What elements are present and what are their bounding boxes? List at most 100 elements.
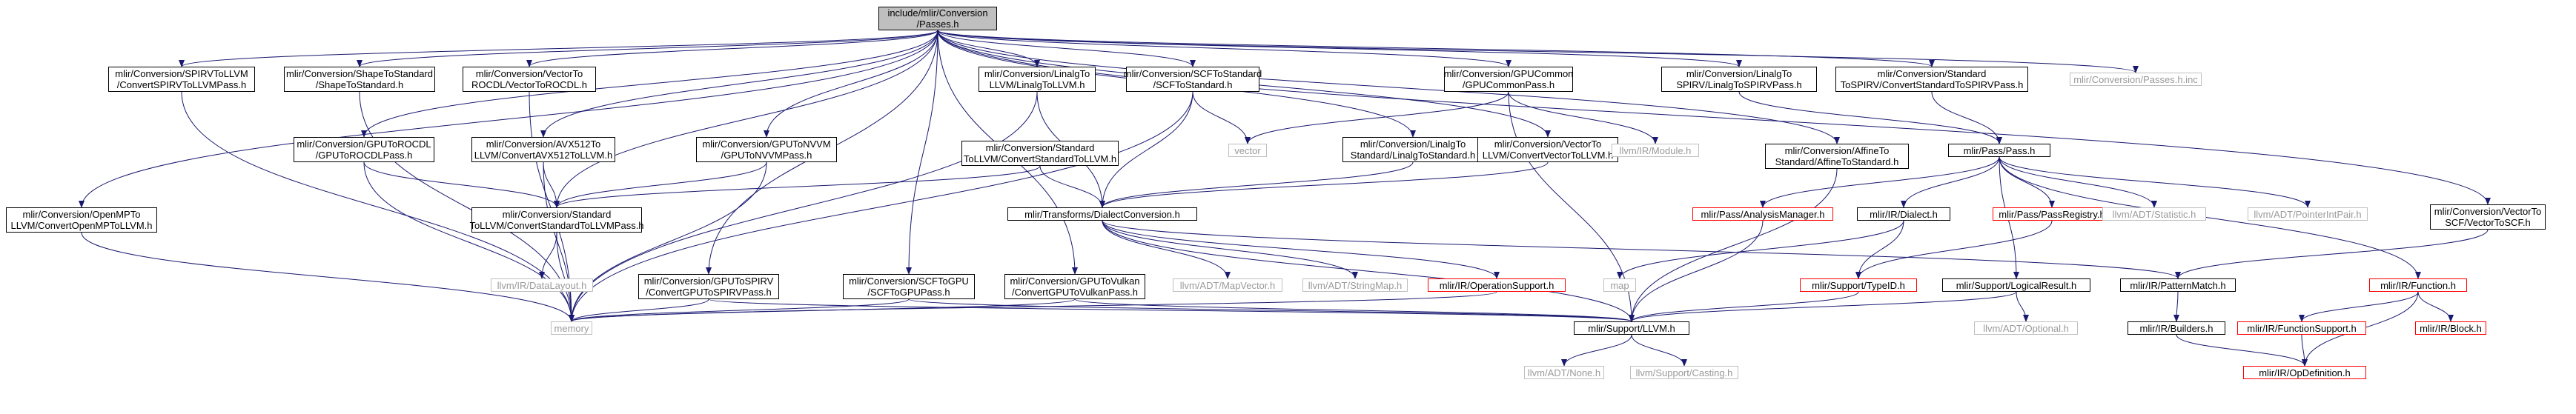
node-label-line: llvm/ADT/Statistic.h: [2112, 208, 2196, 220]
edge-root-to-openmp_llvm: [79, 30, 938, 208]
node-data-layout: llvm/IR/DataLayout.h: [491, 278, 593, 292]
node-function-support[interactable]: mlir/IR/FunctionSupport.h: [2237, 321, 2366, 335]
edge-spirv_llvm-to-memory: [181, 91, 575, 322]
node-pass-pass[interactable]: mlir/Pass/Pass.h: [1948, 144, 2050, 157]
node-gpu-spirv[interactable]: mlir/Conversion/GPUToSPIRV/ConvertGPUToS…: [638, 274, 779, 299]
edge-root-to-gpu_rocdl: [361, 30, 938, 138]
node-label-line: mlir/Conversion/OpenMPTo: [22, 209, 141, 220]
node-scf-std[interactable]: mlir/Conversion/SCFToStandard/SCFToStand…: [1124, 67, 1262, 92]
node-gpu-nvvm[interactable]: mlir/Conversion/GPUToNVVM/GPUToNVVMPass.…: [696, 137, 837, 162]
node-gpu-vulkan[interactable]: mlir/Conversion/GPUToVulkan/ConvertGPUTo…: [1004, 274, 1145, 299]
node-map: map: [1603, 278, 1636, 292]
node-adt-ptrint: llvm/ADT/PointerIntPair.h: [2248, 207, 2368, 221]
node-typeid[interactable]: mlir/Support/TypeID.h: [1800, 278, 1917, 292]
node-ir-dialect[interactable]: mlir/IR/Dialect.h: [1857, 207, 1950, 221]
node-label-line: mlir/Conversion/VectorTo: [475, 68, 583, 79]
node-label-line: mlir/Support/LLVM.h: [1588, 322, 1675, 334]
node-label-line: /ConvertGPUToSPIRVPass.h: [646, 287, 772, 298]
edge-support_llvm-to-adt_none: [1561, 334, 1632, 367]
node-label-line: /Passes.h: [916, 19, 959, 30]
edge-scf_gpu-to-support_llvm: [908, 298, 1635, 322]
node-label-line: mlir/Conversion/SPIRVToLLVM: [115, 68, 248, 79]
node-root[interactable]: include/mlir/Conversion/Passes.h: [878, 7, 997, 30]
node-label-line: mlir/Conversion/Standard: [502, 209, 612, 220]
node-ir-function[interactable]: mlir/IR/Function.h: [2369, 278, 2467, 292]
edge-avx512_llvm-to-memory: [543, 161, 575, 322]
edge-logical_result-to-adt_optional: [2016, 291, 2029, 322]
node-pass-registry[interactable]: mlir/Pass/PassRegistry.h: [1993, 207, 2111, 221]
node-label-line: /GPUToNVVMPass.h: [721, 150, 812, 161]
node-label-line: mlir/Conversion/GPUToSPIRV: [643, 276, 774, 287]
node-gpu-common[interactable]: mlir/Conversion/GPUCommon/GPUCommonPass.…: [1444, 67, 1573, 92]
node-shape-std[interactable]: mlir/Conversion/ShapeToStandard/ShapeToS…: [284, 67, 435, 92]
edge-dialect_conv-to-adt_mapvector: [1102, 220, 1231, 279]
node-label-line: SPIRV/LinalgToSPIRVPass.h: [1676, 79, 1802, 90]
edge-root-to-scf_std: [937, 30, 1196, 67]
edge-root-to-std_llvm_pass2: [554, 30, 938, 208]
edge-gpu_spirv-to-memory: [569, 298, 709, 322]
node-label-line: /ConvertSPIRVToLLVMPass.h: [116, 79, 247, 90]
node-gpu-rocdl[interactable]: mlir/Conversion/GPUToROCDL/GPUToROCDLPas…: [294, 137, 434, 162]
edge-scf_gpu-to-memory: [569, 298, 910, 322]
node-label-line: LLVM/ConvertOpenMPToLLVM.h: [10, 220, 153, 231]
node-op-support[interactable]: mlir/IR/OperationSupport.h: [1428, 278, 1566, 292]
edge-ir_function-to-ir_block: [2417, 291, 2454, 322]
node-label-line: mlir/IR/Block.h: [2420, 322, 2482, 334]
edge-dialect_conv-to-adt_stringmap: [1102, 220, 1358, 279]
node-label-line: llvm/ADT/StringMap.h: [1308, 279, 1403, 291]
edge-dialect_conv-to-support_llvm: [1102, 220, 1635, 322]
edge-gpu_rocdl-to-memory: [363, 161, 575, 322]
node-label-line: mlir/Conversion/GPUToNVVM: [702, 138, 831, 150]
node-label-line: include/mlir/Conversion: [887, 7, 988, 19]
node-scf-gpu[interactable]: mlir/Conversion/SCFToGPU/SCFToGPUPass.h: [843, 274, 975, 299]
edge-root-to-linalg_llvm: [937, 30, 1040, 67]
edge-std_llvm_pass-to-dialect_conv: [1039, 165, 1105, 208]
node-adt-mapvector: llvm/ADT/MapVector.h: [1173, 278, 1282, 292]
edge-std_llvm_pass2-to-memory: [556, 232, 575, 322]
node-pattern-match[interactable]: mlir/IR/PatternMatch.h: [2120, 278, 2236, 292]
node-label-line: ROCDL/VectorToROCDL.h: [471, 79, 588, 90]
node-label-line: llvm/IR/DataLayout.h: [497, 279, 587, 291]
node-label-line: /SCFToStandard.h: [1153, 79, 1233, 90]
edge-linalg_std-to-dialect_conv: [1099, 161, 1414, 208]
node-ir-block[interactable]: mlir/IR/Block.h: [2415, 321, 2486, 335]
edge-root-to-vector_scf: [937, 30, 2491, 205]
node-op-definition[interactable]: mlir/IR/OpDefinition.h: [2243, 366, 2366, 379]
node-label-line: mlir/Support/TypeID.h: [1812, 279, 1905, 291]
edge-dialect_conv-to-pattern_match: [1102, 220, 2181, 279]
node-analysis-mgr[interactable]: mlir/Pass/AnalysisManager.h: [1692, 207, 1833, 221]
node-dialect-conv[interactable]: mlir/Transforms/DialectConversion.h: [1007, 207, 1197, 221]
node-spirv-llvm[interactable]: mlir/Conversion/SPIRVToLLVM/ConvertSPIRV…: [108, 67, 255, 92]
node-adt-optional: llvm/ADT/Optional.h: [1974, 321, 2078, 335]
node-ir-builders[interactable]: mlir/IR/Builders.h: [2128, 321, 2225, 335]
edge-std_llvm_pass-to-std_llvm_pass2: [554, 165, 1041, 208]
node-label-line: /GPUToROCDLPass.h: [315, 150, 413, 161]
node-label-line: mlir/IR/PatternMatch.h: [2130, 279, 2226, 291]
edge-root-to-affine_std: [937, 30, 1840, 144]
node-label-line: vector: [1234, 144, 1261, 156]
edge-pass_pass-to-ir_dialect: [1901, 156, 2000, 208]
edge-gpu_common-to-ir_module: [1508, 91, 1658, 144]
node-support-llvm[interactable]: mlir/Support/LLVM.h: [1574, 321, 1689, 335]
edge-op_support-to-memory: [569, 291, 1497, 322]
edge-affine_std-to-support_llvm: [1629, 168, 1838, 322]
node-label-line: LLVM/ConvertVectorToLLVM.h: [1482, 150, 1614, 161]
node-label-line: mlir/Pass/AnalysisManager.h: [1701, 208, 1825, 220]
edge-gpu_vulkan-to-support_llvm: [1074, 298, 1635, 322]
node-adt-stringmap: llvm/ADT/StringMap.h: [1302, 278, 1408, 292]
node-label-line: llvm/ADT/Optional.h: [1983, 322, 2069, 334]
node-logical-result[interactable]: mlir/Support/LogicalResult.h: [1942, 278, 2090, 292]
